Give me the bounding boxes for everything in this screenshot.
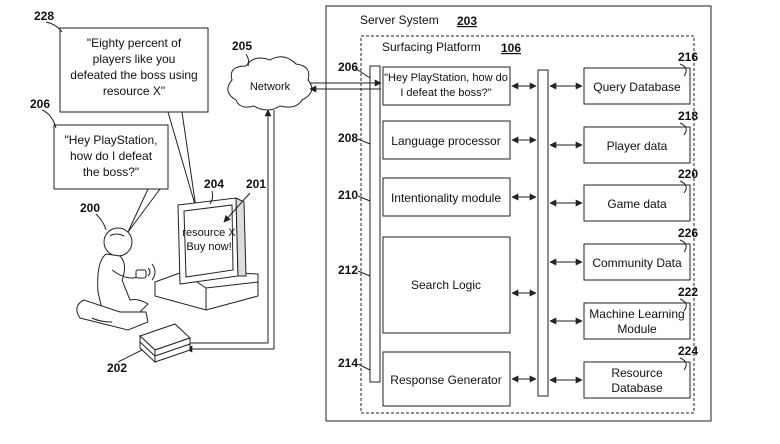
machine-learning-ref: 222 bbox=[678, 285, 698, 299]
console-leader bbox=[118, 350, 142, 362]
screen-line-2: Buy now! bbox=[186, 241, 231, 253]
user-figure bbox=[77, 228, 155, 330]
community-data-label: Community Data bbox=[592, 256, 682, 270]
console-ref: 202 bbox=[107, 361, 127, 375]
question-line-3: the boss?" bbox=[83, 165, 139, 179]
intentionality-module-label: Intentionality module bbox=[391, 191, 501, 205]
left-bus bbox=[370, 66, 380, 382]
user-leader bbox=[96, 214, 106, 230]
screen-line-1: resource X bbox=[182, 227, 236, 239]
resource-database-line2: Database bbox=[611, 381, 663, 395]
game-console bbox=[140, 324, 190, 362]
query-input-line1: "Hey PlayStation, how do bbox=[384, 72, 508, 84]
server-system-label: Server System bbox=[360, 13, 439, 27]
screen-ref: 201 bbox=[246, 177, 266, 191]
response-bubble-tail bbox=[168, 112, 196, 208]
response-line-4: resource X" bbox=[103, 84, 165, 98]
player-data-ref: 218 bbox=[678, 109, 698, 123]
query-input-line2: I defeat the boss?" bbox=[400, 87, 491, 99]
language-processor-label: Language processor bbox=[391, 134, 500, 148]
resource-database-ref: 224 bbox=[678, 344, 698, 358]
surfacing-platform-ref: 106 bbox=[501, 41, 521, 55]
game-data-label: Game data bbox=[607, 197, 667, 211]
machine-learning-line2: Module bbox=[617, 322, 657, 336]
response-line-2: players like you bbox=[93, 52, 176, 66]
question-line-1: "Hey PlayStation, bbox=[65, 133, 158, 147]
question-line-2: how do I defeat bbox=[70, 149, 153, 163]
network-label: Network bbox=[250, 81, 291, 93]
query-database-label: Query Database bbox=[593, 80, 681, 94]
surfacing-platform-label: Surfacing Platform bbox=[382, 40, 481, 54]
network-ref: 205 bbox=[232, 39, 252, 53]
question-bubble-tail bbox=[128, 189, 160, 232]
display-ref: 204 bbox=[204, 177, 224, 191]
machine-learning-line1: Machine Learning bbox=[589, 307, 684, 321]
tv-display-side bbox=[236, 198, 246, 276]
language-processor-ref: 208 bbox=[338, 131, 358, 145]
query-database-ref: 216 bbox=[678, 50, 698, 64]
search-logic-ref: 212 bbox=[338, 263, 358, 277]
query-input-ref: 206 bbox=[338, 60, 358, 74]
user-ref: 200 bbox=[80, 201, 100, 215]
response-line-1: "Eighty percent of bbox=[87, 36, 182, 50]
middle-bus bbox=[538, 70, 548, 396]
player-data-label: Player data bbox=[607, 139, 668, 153]
response-generator-ref: 214 bbox=[338, 356, 358, 370]
response-bubble-ref: 228 bbox=[34, 9, 54, 23]
response-line-3: defeated the boss using bbox=[70, 68, 197, 82]
question-bubble-ref: 206 bbox=[30, 97, 50, 111]
server-system-ref: 203 bbox=[457, 14, 477, 28]
response-generator-label: Response Generator bbox=[390, 373, 501, 387]
community-data-ref: 226 bbox=[678, 226, 698, 240]
search-logic-label: Search Logic bbox=[411, 278, 481, 292]
game-data-ref: 220 bbox=[678, 167, 698, 181]
resource-database-line1: Resource bbox=[611, 366, 663, 380]
intentionality-module-ref: 210 bbox=[338, 188, 358, 202]
